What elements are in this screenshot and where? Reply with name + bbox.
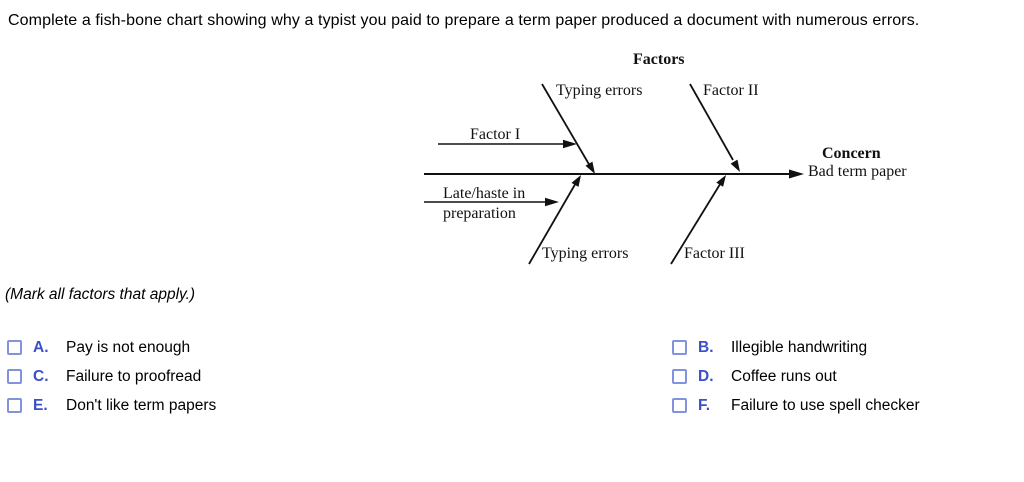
option-label-a: Pay is not enough xyxy=(66,338,191,356)
option-letter-f: F. xyxy=(698,396,711,414)
checkbox-option-b[interactable] xyxy=(672,340,687,355)
option-row-b: B. Illegible handwriting xyxy=(672,339,867,356)
option-letter-d: D. xyxy=(698,367,714,385)
checkbox-option-e[interactable] xyxy=(7,398,22,413)
bone-bottom-left-line xyxy=(528,180,578,265)
option-label-b: Illegible handwriting xyxy=(731,338,868,356)
bone-label-factor-i: Factor I xyxy=(470,126,521,143)
option-label-f: Failure to use spell checker xyxy=(731,396,920,414)
factors-heading: Factors xyxy=(633,51,685,68)
bone-label-typing-errors-top: Typing errors xyxy=(556,82,643,99)
option-letter-e: E. xyxy=(33,396,48,414)
option-letter-a: A. xyxy=(33,338,49,356)
bone-label-typing-errors-bottom: Typing errors xyxy=(542,245,629,262)
bone-bottom-right-line xyxy=(670,180,723,265)
option-row-a: A. Pay is not enough xyxy=(7,339,190,356)
option-row-e: E. Don't like term papers xyxy=(7,397,216,414)
checkbox-option-f[interactable] xyxy=(672,398,687,413)
spine-arrowhead xyxy=(789,169,804,179)
bone-top-left-line xyxy=(541,83,591,167)
bone-top-left-arrowhead xyxy=(585,161,595,174)
instruction-text: (Mark all factors that apply.) xyxy=(5,286,196,303)
question-title: Complete a fish-bone chart showing why a… xyxy=(8,12,920,29)
factor-i-arrowhead xyxy=(563,139,577,149)
late-haste-arrowhead xyxy=(545,197,559,207)
option-label-d: Coffee runs out xyxy=(731,367,837,385)
concern-value: Bad term paper xyxy=(808,163,907,180)
bone-label-late-haste-line2: preparation xyxy=(443,205,516,222)
bone-label-late-haste-line1: Late/haste in xyxy=(443,185,526,202)
option-letter-c: C. xyxy=(33,367,49,385)
bone-bottom-left-arrowhead xyxy=(571,175,581,187)
option-label-c: Failure to proofread xyxy=(66,367,202,385)
bone-top-right-arrowhead xyxy=(730,159,740,172)
option-letter-b: B. xyxy=(698,338,714,356)
checkbox-option-d[interactable] xyxy=(672,369,687,384)
option-row-c: C. Failure to proofread xyxy=(7,368,201,385)
bone-label-factor-ii: Factor II xyxy=(703,82,759,99)
option-label-e: Don't like term papers xyxy=(66,396,217,414)
bone-bottom-right-arrowhead xyxy=(716,175,726,187)
option-row-f: F. Failure to use spell checker xyxy=(672,397,920,414)
concern-heading: Concern xyxy=(822,145,881,162)
checkbox-option-c[interactable] xyxy=(7,369,22,384)
checkbox-option-a[interactable] xyxy=(7,340,22,355)
bone-label-factor-iii: Factor III xyxy=(684,245,745,262)
option-row-d: D. Coffee runs out xyxy=(672,368,837,385)
bone-top-right-line xyxy=(689,83,734,161)
